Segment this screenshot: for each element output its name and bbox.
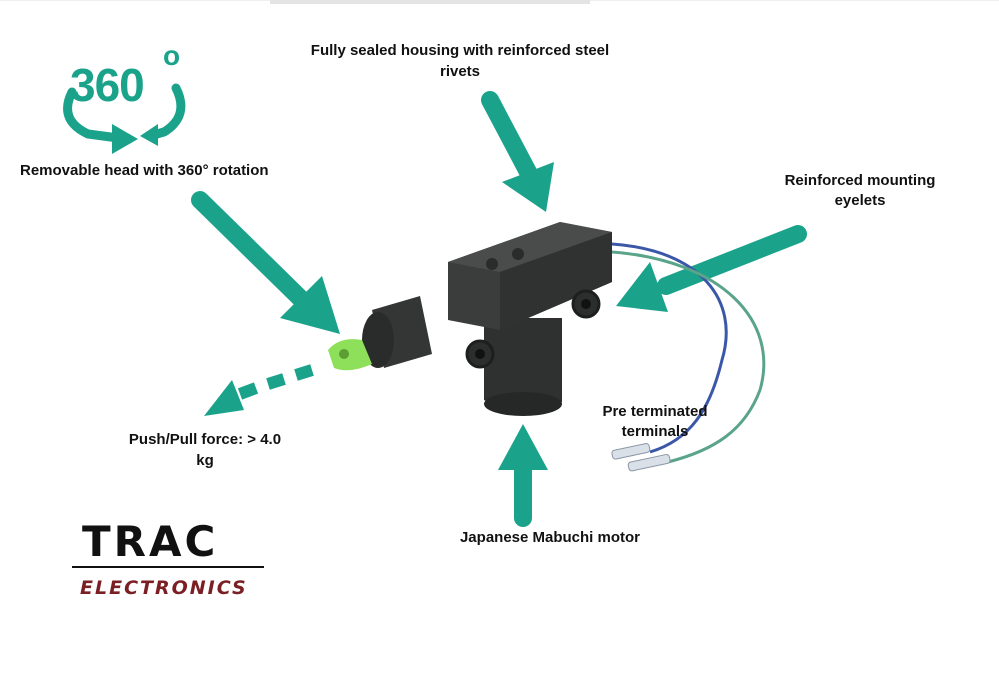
arrow-motor — [498, 424, 548, 527]
logo-divider — [72, 566, 264, 568]
wire-terminals — [611, 443, 671, 472]
label-mounting-eyelets-line1: Reinforced mounting — [784, 172, 936, 189]
arrow-push-pull — [204, 364, 314, 416]
label-removable-head: Removable head with 360° rotation — [20, 162, 269, 179]
label-push-pull-line1: Push/Pull force: > 4.0 — [128, 431, 282, 448]
logo-electronics: ELECTRONICS — [80, 577, 248, 599]
label-sealed-housing-line2: rivets — [439, 63, 481, 80]
label-sealed-housing-line1: Fully sealed housing with reinforced ste… — [310, 42, 610, 59]
top-scroll-strip — [270, 0, 590, 4]
label-mounting-eyelets-line2: eyelets — [834, 192, 886, 209]
door-lock-actuator — [328, 222, 766, 472]
arrow-sealed-housing — [481, 91, 554, 212]
logo-trac: TRAC — [82, 517, 219, 566]
label-terminals-line2: terminals — [621, 423, 689, 440]
arrow-removable-head — [191, 191, 340, 334]
arrow-mounting-eyelets — [616, 225, 807, 312]
rotation-arrows-icon — [63, 83, 186, 154]
rotation-360-number: 360 — [70, 59, 145, 111]
rotation-degree-symbol: o — [163, 40, 181, 71]
label-push-pull-line2: kg — [196, 452, 214, 469]
label-motor: Japanese Mabuchi motor — [459, 529, 641, 546]
label-terminals-line1: Pre terminated — [602, 403, 708, 420]
